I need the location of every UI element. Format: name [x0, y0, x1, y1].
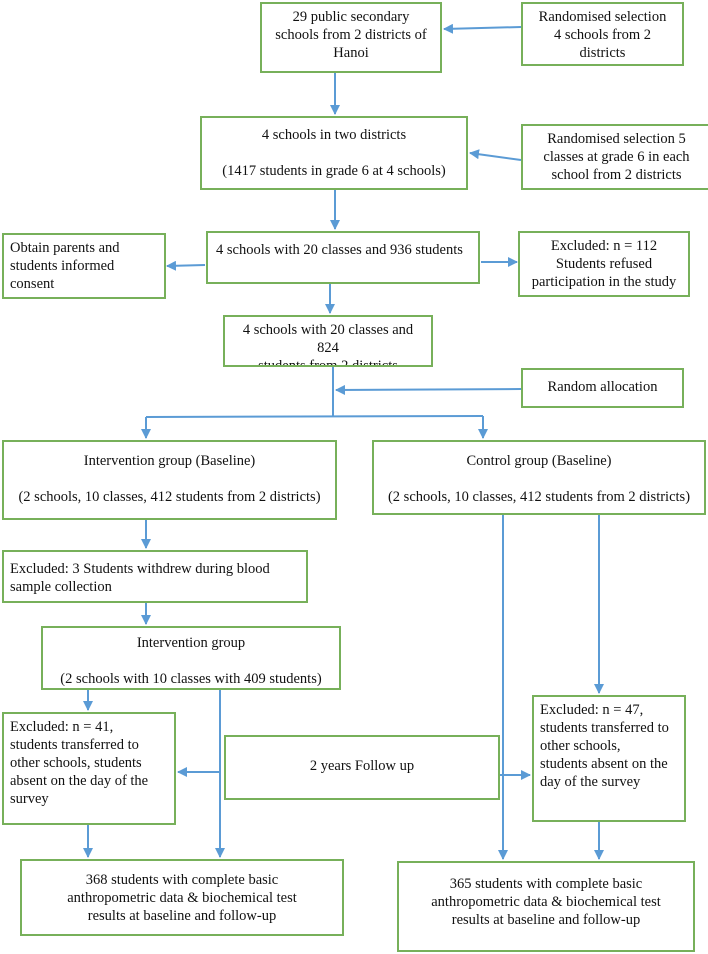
arrow-select5-to-4 [469, 149, 522, 161]
box-intervention-baseline: Intervention group (Baseline) (2 schools… [2, 440, 337, 520]
box-control-baseline: Control group (Baseline) (2 schools, 10 … [372, 440, 706, 515]
box-29-schools: 29 public secondary schools from 2 distr… [260, 2, 442, 73]
box-excluded-112: Excluded: n = 112 Students refused parti… [518, 231, 690, 297]
box-random-selection-5-classes: Randomised selection 5 classes at grade … [521, 124, 708, 190]
arrow-936-to-consent [166, 260, 206, 271]
box-4-schools: 4 schools in two districts (1417 student… [200, 116, 468, 190]
box-intervention-group: Intervention group (2 schools with 10 cl… [41, 626, 341, 690]
arrow-allocation-to-line [335, 384, 522, 395]
box-random-allocation: Random allocation [521, 368, 684, 408]
box-excluded-41: Excluded: n = 41, students transferred t… [2, 712, 176, 825]
box-excluded-47: Excluded: n = 47, students transferred t… [532, 695, 686, 822]
box-936-students: 4 schools with 20 classes and 936 studen… [206, 231, 480, 284]
split-horizontal [145, 415, 484, 418]
box-random-selection-4-schools: Randomised selection 4 schools from 2 di… [521, 2, 684, 66]
box-824-students: 4 schools with 20 classes and 824 studen… [223, 315, 433, 367]
box-result-368: 368 students with complete basic anthrop… [20, 859, 344, 936]
arrow-select4-to-29 [443, 23, 522, 34]
box-informed-consent: Obtain parents and students informed con… [2, 233, 166, 299]
box-result-365: 365 students with complete basic anthrop… [397, 861, 695, 952]
box-excluded-3: Excluded: 3 Students withdrew during blo… [2, 550, 308, 603]
box-2-years-follow-up: 2 years Follow up [224, 735, 500, 800]
